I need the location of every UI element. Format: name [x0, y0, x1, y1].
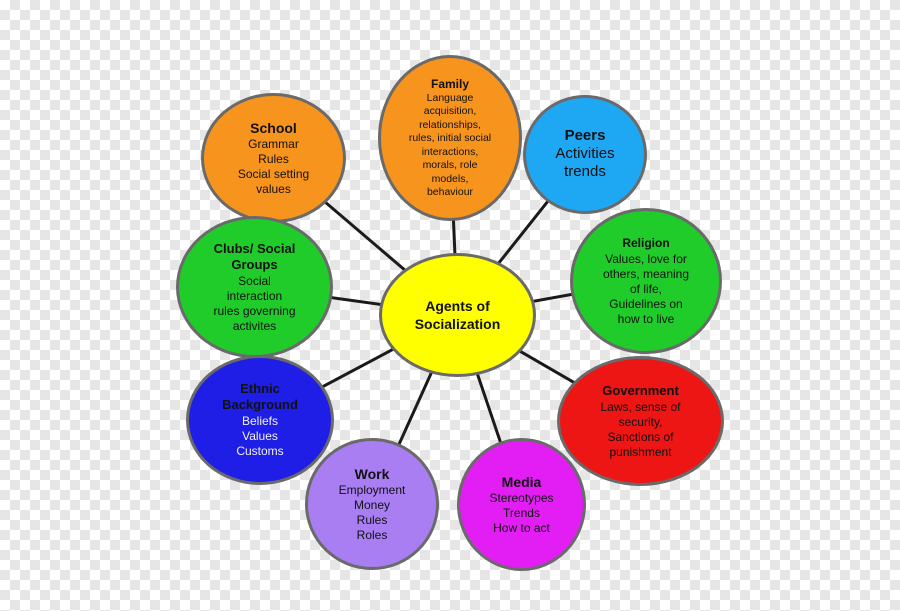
religion-line: Guidelines on — [609, 297, 683, 311]
government-title: Government — [602, 382, 679, 398]
family-line: rules, initial social — [408, 132, 492, 144]
school-line: Grammar — [248, 136, 299, 151]
government-line: security, — [618, 414, 663, 429]
work-line: Employment — [338, 482, 406, 497]
peers-node: Peers Activities trends — [523, 95, 647, 214]
peers-line: trends — [564, 163, 606, 180]
media-node: Media Stereotypes Trends How to act — [457, 438, 586, 571]
school-node: School Grammar Rules Social setting valu… — [201, 93, 346, 223]
school-title: School — [250, 119, 297, 136]
media-title: Media — [501, 473, 542, 490]
clubs-line: Social — [238, 273, 271, 288]
school-line: values — [256, 181, 291, 196]
clubs-line: rules governing — [213, 303, 296, 318]
clubs-line: interaction — [226, 288, 283, 303]
government-line: Sanctions of — [607, 429, 674, 444]
government-node: Government Laws, sense of security, Sanc… — [557, 356, 724, 486]
government-line: punishment — [609, 444, 672, 459]
religion-line: of life, — [629, 282, 662, 296]
religion-title: Religion — [622, 236, 670, 250]
center-title: Agents of Socialization — [414, 297, 501, 332]
clubs-node: Clubs/ Social Groups Social interaction … — [176, 216, 333, 358]
family-node: Family Language acquisition, relationshi… — [378, 55, 522, 221]
ethnic-background-line: Values — [242, 429, 278, 443]
work-line: Rules — [356, 512, 388, 527]
work-node: Work Employment Money Rules Roles — [305, 438, 439, 570]
religion-line: Values, love for — [605, 252, 687, 266]
ethnic-background-title: Ethnic Background — [222, 381, 298, 412]
family-line: interactions, — [421, 145, 479, 158]
center-node: Agents of Socialization — [379, 253, 536, 377]
work-line: Money — [353, 497, 391, 512]
school-line: Rules — [258, 151, 289, 166]
family-line: morals, role — [422, 159, 478, 171]
government-line: Laws, sense of — [600, 399, 681, 414]
family-line: relationships, — [419, 118, 481, 131]
work-line: Roles — [356, 527, 388, 542]
media-line: Trends — [503, 505, 540, 520]
media-line: How to act — [493, 520, 550, 535]
religion-node: Religion Values, love for others, meanin… — [570, 208, 722, 354]
school-line: Social setting — [237, 166, 310, 181]
work-title: Work — [354, 465, 390, 482]
peers-title: Peers — [564, 127, 606, 144]
clubs-line: activites — [232, 318, 277, 333]
family-title: Family — [430, 76, 469, 91]
ethnic-background-node: Ethnic Background Beliefs Values Customs — [186, 355, 334, 485]
religion-line: how to live — [617, 312, 675, 326]
family-line: behaviour — [426, 186, 474, 198]
clubs-title: Clubs/ Social Groups — [213, 240, 296, 272]
ethnic-background-line: Beliefs — [241, 414, 279, 428]
ethnic-background-line: Customs — [236, 444, 284, 458]
peers-line: Activities — [555, 145, 615, 162]
family-line: acquisition, — [423, 105, 477, 117]
religion-line: others, meaning — [602, 267, 690, 281]
family-line: Language — [426, 91, 474, 104]
family-line: models, — [431, 172, 469, 185]
media-line: Stereotypes — [489, 490, 554, 505]
